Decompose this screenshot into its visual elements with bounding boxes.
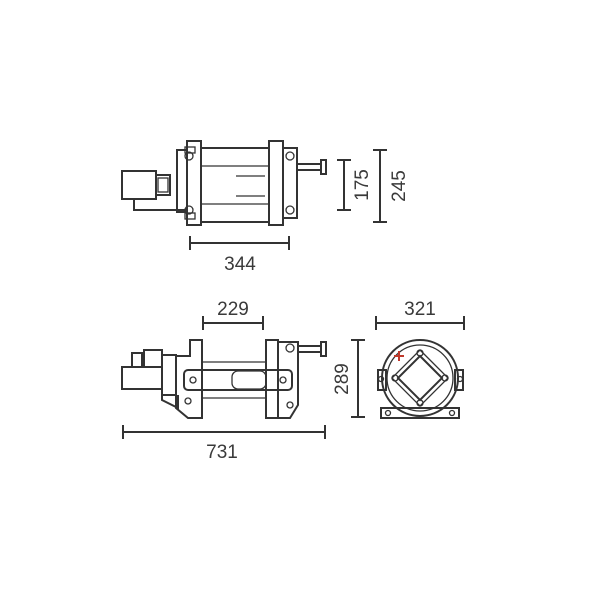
end-right-lug — [454, 369, 464, 391]
side-motor-mount — [161, 389, 179, 410]
end-drum-circle — [381, 339, 459, 417]
dim-245-label: 245 — [389, 170, 410, 202]
dim-229-label: 229 — [217, 299, 249, 320]
side-drum-band — [183, 369, 293, 391]
top-motor-bracket — [133, 199, 186, 211]
top-motor-housing — [121, 170, 157, 200]
top-left-flange — [186, 140, 202, 226]
side-gearbox — [277, 341, 299, 419]
side-view: 229 731 289 — [121, 299, 365, 463]
end-base — [380, 407, 460, 419]
side-left-endplate — [175, 339, 203, 419]
dim-731-label: 731 — [206, 442, 238, 463]
side-drum-hub — [231, 370, 267, 390]
side-motor-body — [121, 366, 163, 390]
dim-175-label: 175 — [352, 169, 373, 201]
top-view: 344 175 245 — [121, 140, 410, 275]
end-diamond-flange — [396, 354, 444, 402]
side-right-endplate — [265, 339, 279, 419]
end-accent-mark — [394, 351, 404, 361]
dim-344-label: 344 — [224, 254, 256, 275]
end-view: 321 — [375, 299, 465, 419]
dim-289-label: 289 — [332, 363, 353, 395]
top-motor-coupling — [155, 174, 171, 196]
dim-321-label: 321 — [404, 299, 436, 320]
top-right-flange — [268, 140, 284, 226]
